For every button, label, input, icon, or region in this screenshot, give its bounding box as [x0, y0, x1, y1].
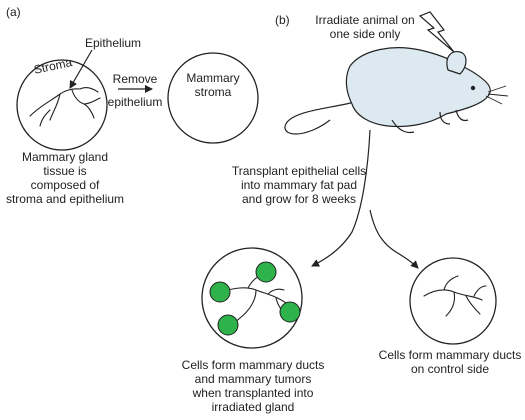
- mouse-front-feet: [439, 109, 469, 125]
- control-gland-ducts: [423, 275, 487, 317]
- control-caption-line1: Cells form mammary ducts: [378, 348, 522, 362]
- mammary-gland-tissue-circle: [16, 59, 108, 151]
- mammary-stroma-line2: stroma: [194, 85, 232, 99]
- irradiated-gland-circle: [201, 247, 303, 349]
- irradiate-label: Irradiate animal on one side only: [300, 13, 430, 41]
- transplant-line1: Transplant epithelial cells: [231, 164, 367, 178]
- irradiated-caption-line2: and mammary tumors: [194, 372, 312, 386]
- control-gland-caption: Cells form mammary ducts on control side: [370, 348, 525, 376]
- arrow-to-irradiated-gland: [311, 129, 371, 267]
- irradiate-line1: Irradiate animal on: [315, 13, 415, 27]
- irradiate-line2: one side only: [329, 27, 401, 41]
- tumor-2: [255, 261, 277, 283]
- tissue-caption-line3: composed of: [30, 178, 100, 192]
- epithelium-label: Epithelium: [85, 36, 142, 50]
- tumor-3: [279, 301, 301, 323]
- control-caption-line2: on control side: [410, 362, 490, 376]
- panel-b-label: (b): [275, 13, 290, 27]
- tissue-caption: Mammary gland tissue is composed of stro…: [2, 150, 128, 206]
- panel-a-label: (a): [6, 5, 21, 19]
- transplant-line2: into mammary fat pad: [240, 178, 358, 192]
- remove-label-line1: Remove: [112, 72, 158, 86]
- remove-label-line2: epithelium: [107, 95, 163, 109]
- control-gland-circle: [409, 257, 497, 345]
- irradiated-gland-caption: Cells form mammary ducts and mammary tum…: [172, 358, 334, 414]
- lightning-bolt-icon: [418, 11, 455, 53]
- mouse-tail: [284, 101, 356, 135]
- epithelium-pointer-arrow: [69, 49, 93, 89]
- mammary-stroma-label: Mammary stroma: [173, 71, 253, 99]
- mouse-body: [345, 47, 491, 128]
- mouse-whiskers: [485, 85, 509, 105]
- arrow-to-control-gland: [369, 209, 419, 269]
- irradiated-caption-line1: Cells form mammary ducts: [181, 358, 325, 372]
- tumor-1: [209, 281, 231, 303]
- transplant-line3: and grow for 8 weeks: [241, 192, 357, 206]
- mouse-illustration: [284, 47, 509, 135]
- tissue-caption-line2: tissue is: [43, 164, 87, 178]
- tumor-4: [217, 314, 239, 336]
- mouse-hind-leg: [391, 119, 415, 134]
- irradiated-caption-line4: irradiated gland: [211, 400, 295, 414]
- irradiated-caption-line3: when transplanted into: [192, 386, 314, 400]
- mammary-stroma-line1: Mammary: [186, 71, 240, 85]
- mouse-eye: [470, 85, 476, 91]
- transplant-label: Transplant epithelial cells into mammary…: [218, 164, 380, 206]
- mammary-stroma-circle: [167, 52, 259, 144]
- mouse-ear: [446, 51, 467, 75]
- epithelium-ducts: [29, 87, 101, 127]
- tissue-caption-line4: stroma and epithelium: [5, 192, 125, 206]
- tissue-caption-line1: Mammary gland: [21, 150, 109, 164]
